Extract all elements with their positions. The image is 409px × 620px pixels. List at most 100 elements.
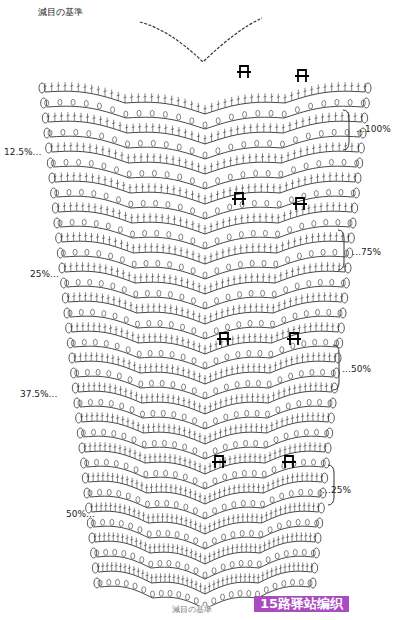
turning-chain: [340, 308, 346, 318]
stitch-symbols: [80, 412, 330, 444]
reference-title: 減目の基準: [38, 8, 83, 18]
turning-chain: [365, 83, 371, 93]
turning-chain: [347, 248, 353, 258]
turning-chain: [87, 518, 93, 528]
turning-chain: [74, 398, 80, 408]
turning-chain: [52, 203, 58, 213]
turning-chain: [342, 293, 348, 303]
decrease-mark: [293, 198, 307, 210]
turning-chain: [338, 323, 344, 333]
turning-chain: [51, 188, 57, 198]
turning-chain: [77, 428, 83, 438]
stitch-symbols: [54, 172, 357, 204]
stitch-symbols: [97, 562, 313, 594]
turning-chain: [56, 233, 62, 243]
turning-chain: [79, 443, 85, 453]
turning-chain: [327, 428, 333, 438]
turning-chain: [313, 548, 319, 558]
stitch-symbols: [90, 502, 320, 534]
left-percent: 12.5%…: [4, 148, 42, 158]
turning-chain: [333, 368, 339, 378]
turning-chain: [62, 293, 68, 303]
left-percent: 25%…: [30, 270, 59, 280]
right-percent: …100%: [356, 125, 391, 135]
turning-chain: [71, 368, 77, 378]
turning-chain: [348, 233, 354, 243]
turning-chain: [353, 188, 359, 198]
decrease-mark: [232, 193, 246, 205]
decrease-mark: [287, 333, 301, 345]
decrease-mark: [295, 70, 309, 82]
turning-chain: [67, 338, 73, 348]
range-bracket: [338, 230, 344, 270]
stitch-symbols: [47, 112, 363, 144]
stitch-symbols: [88, 489, 322, 518]
turning-chain: [343, 278, 349, 288]
turning-chain: [41, 98, 47, 108]
turning-chain: [317, 518, 323, 528]
stitch-symbols: [91, 519, 318, 548]
turning-chain: [94, 578, 100, 588]
stitch-symbols: [94, 532, 317, 564]
turning-chain: [69, 353, 75, 363]
stitch-rows: [39, 82, 371, 609]
turning-chain: [49, 173, 55, 183]
turning-chain: [47, 158, 53, 168]
turning-chain: [330, 398, 336, 408]
turning-chain: [57, 248, 63, 258]
turning-chain: [64, 308, 70, 318]
turning-chain: [362, 113, 368, 123]
turning-chain: [350, 218, 356, 228]
turning-chain: [89, 533, 95, 543]
stitch-symbols: [84, 442, 327, 474]
stitch-symbols: [60, 232, 350, 264]
stitch-symbols: [44, 82, 367, 114]
turning-chain: [357, 158, 363, 168]
watermark: 15路驿站编织: [254, 596, 349, 612]
turning-chain: [92, 563, 98, 573]
turning-chain: [325, 443, 331, 453]
turning-chain: [363, 98, 369, 108]
turning-chain: [310, 578, 316, 588]
range-bracket: [343, 110, 349, 150]
turning-chain: [84, 488, 90, 498]
turning-chain: [44, 128, 50, 138]
stitch-symbols: [64, 262, 347, 294]
left-percent: 37.5%…: [20, 390, 58, 400]
reference-chain: [140, 18, 262, 62]
turning-chain: [332, 383, 338, 393]
turning-chain: [345, 263, 351, 273]
range-bracket: [333, 345, 339, 390]
turning-chain: [91, 548, 97, 558]
turning-chain: [39, 83, 45, 93]
turning-chain: [315, 533, 321, 543]
stitch-symbols: [74, 352, 337, 384]
stitch-symbols: [67, 292, 343, 324]
turning-chain: [322, 473, 328, 483]
turning-chain: [76, 413, 82, 423]
turning-chain: [54, 218, 60, 228]
turning-chain: [323, 458, 329, 468]
stitch-symbols: [77, 382, 333, 414]
turning-chain: [59, 263, 65, 273]
decrease-mark: [282, 456, 296, 468]
turning-chain: [328, 413, 334, 423]
decrease-mark: [217, 333, 231, 345]
range-bracket: [328, 465, 334, 505]
turning-chain: [81, 458, 87, 468]
turning-chain: [82, 473, 88, 483]
turning-chain: [42, 113, 48, 123]
reference-title: 減目の基準: [172, 606, 212, 615]
turning-chain: [358, 143, 364, 153]
stitch-symbols: [50, 142, 360, 174]
stitch-symbols: [57, 202, 353, 234]
left-percent: 50%…: [66, 510, 95, 520]
turning-chain: [355, 173, 361, 183]
decrease-mark: [237, 66, 251, 78]
turning-chain: [318, 503, 324, 513]
turning-chain: [335, 353, 341, 363]
turning-chain: [66, 323, 72, 333]
turning-chain: [72, 383, 78, 393]
